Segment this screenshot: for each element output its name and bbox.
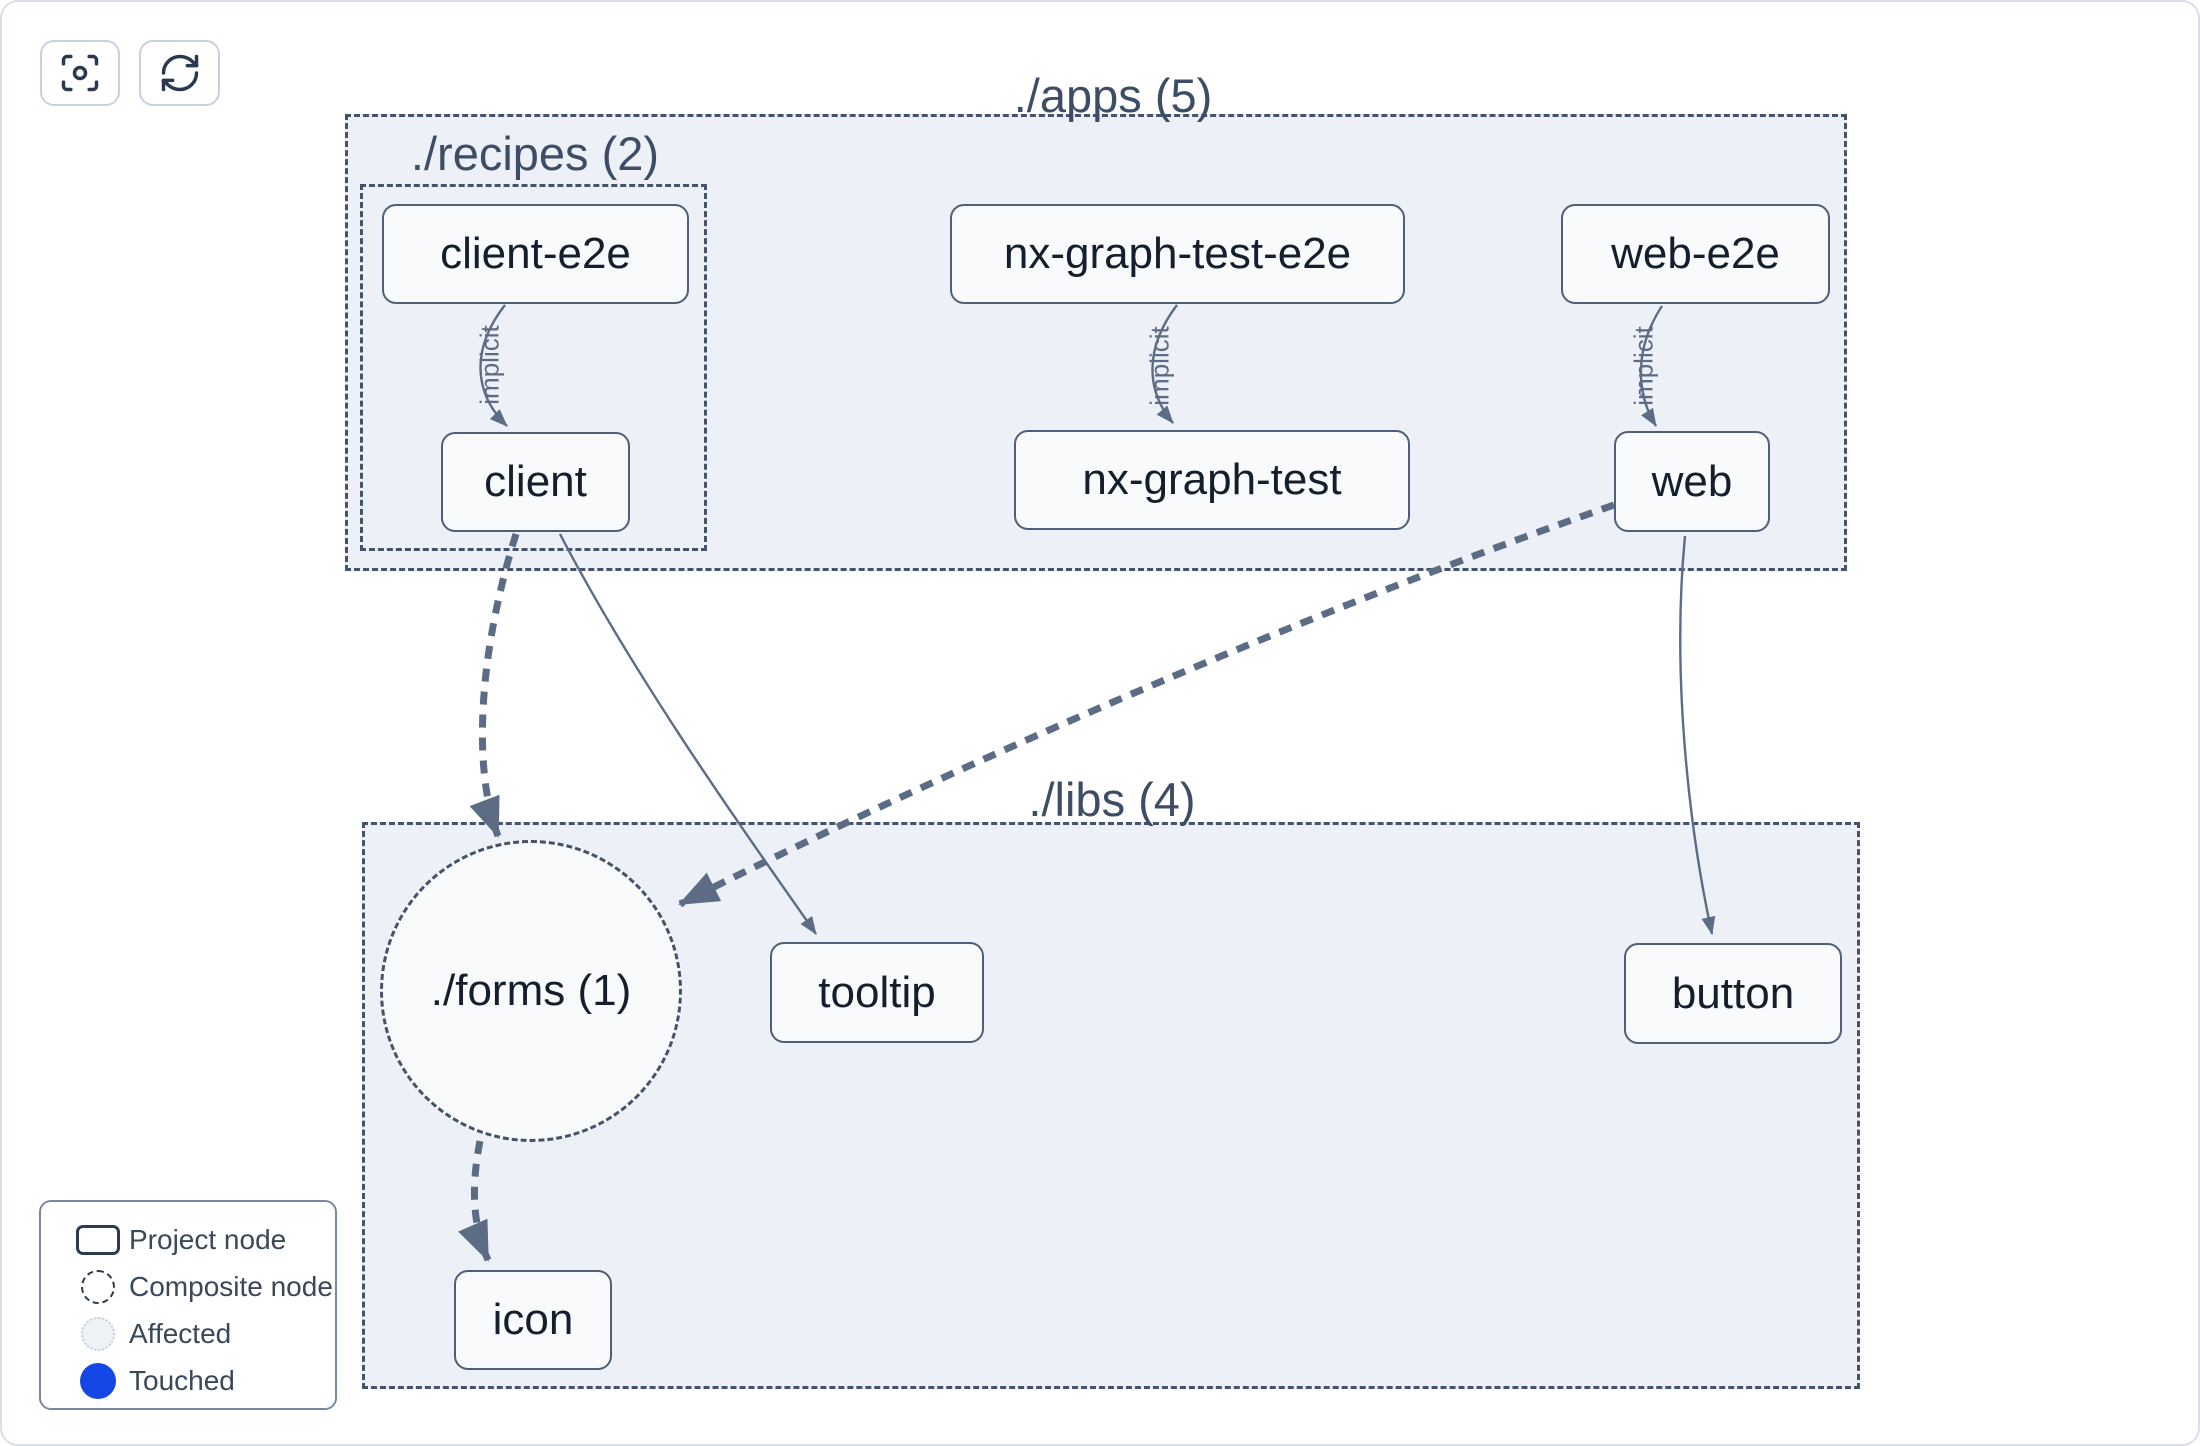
affected-swatch xyxy=(81,1316,115,1351)
node-label: client xyxy=(484,457,587,506)
node-label: web-e2e xyxy=(1611,229,1780,278)
cluster-apps-label: ./apps (5) xyxy=(1013,69,1213,122)
composite-node-forms[interactable]: ./forms (1) xyxy=(380,840,682,1142)
node-web[interactable]: web xyxy=(1614,431,1770,532)
composite-node-forms-label: ./forms (1) xyxy=(430,966,632,1015)
legend: Project node Composite node Affected Tou… xyxy=(39,1200,337,1410)
node-label: web xyxy=(1651,456,1733,506)
node-label: nx-graph-test-e2e xyxy=(1003,229,1352,278)
node-label: tooltip xyxy=(818,967,936,1017)
legend-label: Affected xyxy=(129,1317,232,1349)
node-icon[interactable]: icon xyxy=(454,1270,612,1370)
refresh-button[interactable] xyxy=(139,40,220,106)
edge-label-implicit: implicit xyxy=(474,325,505,405)
legend-label: Touched xyxy=(129,1364,235,1396)
node-label: button xyxy=(1671,968,1795,1018)
cluster-libs-label: ./libs (4) xyxy=(1028,773,1196,826)
edge-label-implicit: implicit xyxy=(1144,326,1175,406)
edge-client-to-forms[interactable] xyxy=(469,532,520,838)
node-web-e2e[interactable]: web-e2e xyxy=(1561,204,1830,304)
focus-button[interactable] xyxy=(40,40,120,106)
refresh-icon xyxy=(161,54,198,92)
node-label: nx-graph-test xyxy=(1082,455,1342,504)
legend-item-project-node: Project node xyxy=(67,1216,335,1263)
node-nx-graph-test[interactable]: nx-graph-test xyxy=(1014,430,1410,530)
node-client[interactable]: client xyxy=(441,432,630,532)
node-client-e2e[interactable]: client-e2e xyxy=(382,204,689,304)
composite-node-swatch xyxy=(81,1269,115,1304)
node-label: icon xyxy=(492,1295,574,1344)
legend-label: Project node xyxy=(129,1223,287,1255)
node-button[interactable]: button xyxy=(1624,943,1842,1044)
cluster-recipes-label: ./recipes (2) xyxy=(410,127,660,180)
legend-label: Composite node xyxy=(129,1270,333,1302)
node-label: client-e2e xyxy=(440,229,631,278)
node-nx-graph-test-e2e[interactable]: nx-graph-test-e2e xyxy=(950,204,1405,304)
legend-item-affected: Affected xyxy=(67,1310,335,1357)
edge-label-implicit: implicit xyxy=(1628,326,1659,406)
touched-swatch xyxy=(80,1362,116,1399)
legend-item-touched: Touched xyxy=(67,1357,335,1404)
project-node-swatch xyxy=(76,1224,120,1255)
legend-item-composite-node: Composite node xyxy=(67,1263,335,1310)
focus-target-icon xyxy=(61,54,99,92)
node-tooltip[interactable]: tooltip xyxy=(770,942,984,1043)
